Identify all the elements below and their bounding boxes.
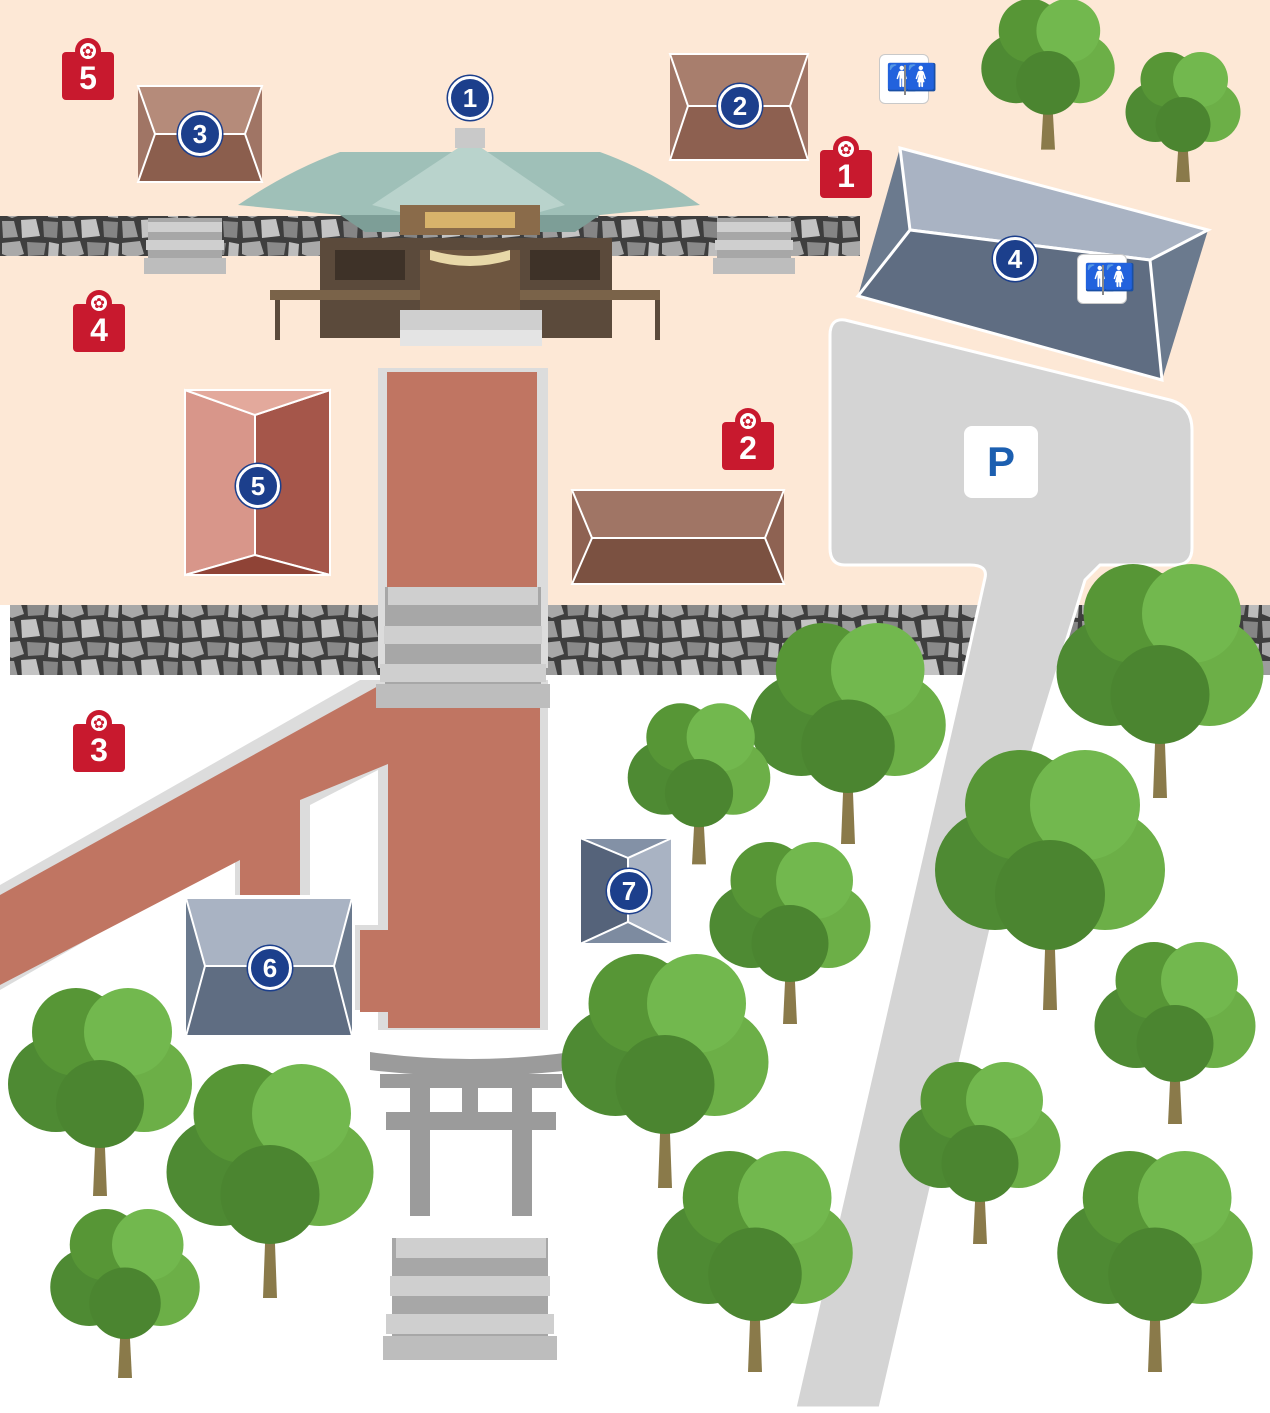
flower-icon [833, 136, 859, 162]
tree [657, 1151, 853, 1372]
main-shrine-hall [238, 128, 700, 346]
tree [50, 1209, 200, 1378]
tree [709, 842, 871, 1024]
red-badge-4[interactable]: 4 [73, 290, 125, 352]
main-steps [376, 587, 550, 708]
building-3 [136, 85, 264, 183]
tree [1125, 52, 1241, 182]
tree [8, 988, 192, 1196]
left-upper-steps [144, 218, 226, 274]
location-marker-6[interactable]: 6 [248, 946, 292, 990]
red-badge-3[interactable]: 3 [73, 710, 125, 772]
tree [627, 703, 771, 865]
restroom-icon[interactable]: 🚹🚺 [879, 54, 937, 104]
tree [1057, 1151, 1253, 1372]
tree [750, 623, 946, 844]
building-5 [184, 388, 331, 577]
location-marker-3[interactable]: 3 [178, 112, 222, 156]
flower-icon [86, 290, 112, 316]
location-marker-5[interactable]: 5 [236, 464, 280, 508]
flower-icon [75, 38, 101, 64]
tree [1056, 564, 1264, 798]
tree [166, 1064, 374, 1298]
parking-sign[interactable]: P [964, 426, 1038, 498]
red-badge-5[interactable]: 5 [62, 38, 114, 100]
tree [561, 954, 769, 1188]
location-marker-7[interactable]: 7 [607, 869, 651, 913]
side-approach-path [0, 685, 540, 1028]
location-marker-2[interactable]: 2 [718, 84, 762, 128]
location-marker-4[interactable]: 4 [993, 237, 1037, 281]
location-marker-1[interactable]: 1 [448, 76, 492, 120]
flower-icon [735, 408, 761, 434]
torii-gate [370, 1052, 572, 1216]
red-badge-1[interactable]: 1 [820, 136, 872, 198]
red-badge-2[interactable]: 2 [722, 408, 774, 470]
building-unnumbered [570, 489, 786, 585]
tree [1094, 942, 1256, 1124]
tree [935, 750, 1165, 1010]
tree [899, 1062, 1061, 1244]
bottom-steps [383, 1238, 557, 1360]
restroom-icon[interactable]: 🚹🚺 [1077, 254, 1135, 304]
tree [981, 0, 1115, 150]
flower-icon [86, 710, 112, 736]
right-upper-steps [713, 218, 795, 274]
